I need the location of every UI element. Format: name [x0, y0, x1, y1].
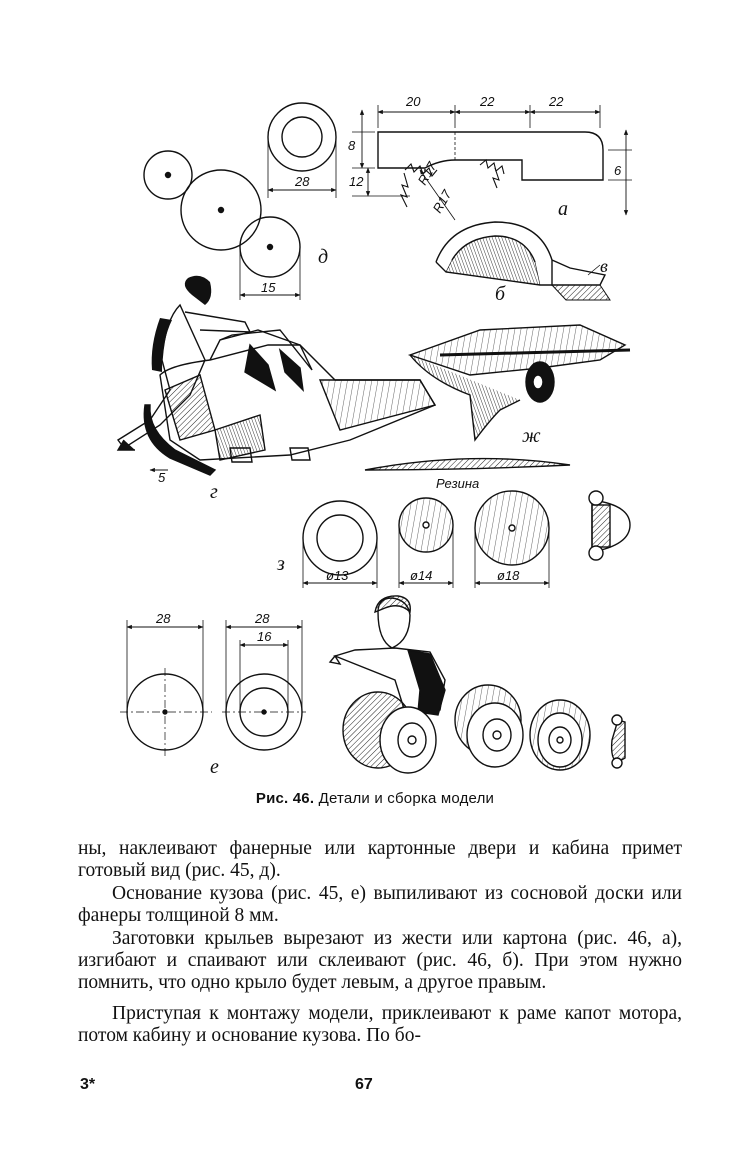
- dim-height-12: 12: [349, 174, 364, 189]
- dim-height-8: 8: [348, 138, 356, 153]
- dim-height-6: 6: [614, 163, 622, 178]
- label-g: г: [210, 481, 218, 503]
- dim-wheel-15: 15: [261, 280, 276, 295]
- dim-offset-5: 5: [158, 470, 166, 485]
- paragraph-3: Заготовки крыльев вырезают из жести или …: [78, 927, 682, 994]
- panel-a-fender-blank: [352, 105, 632, 221]
- signature-mark: 3*: [80, 1076, 96, 1093]
- label-z: з: [276, 553, 285, 575]
- boy-with-wheels: [328, 595, 626, 774]
- panel-g-truck-assembly: [116, 275, 437, 476]
- dim-diam-14: ø14: [410, 568, 432, 583]
- label-zh: ж: [522, 425, 541, 447]
- label-e: е: [210, 756, 219, 778]
- label-b: б: [495, 283, 506, 305]
- panel-z-wheel-parts: [302, 490, 631, 588]
- caption-text: Детали и сборка модели: [318, 790, 495, 807]
- label-d: д: [318, 246, 328, 268]
- dim-diam-13: ø13: [326, 568, 349, 583]
- figure-caption: Рис. 46. Детали и сборка модели: [0, 790, 750, 807]
- paragraph-1: ны, наклеивают фанерные или картонные дв…: [78, 838, 682, 882]
- panel-b-fender: [435, 221, 611, 301]
- dim-wheel-28: 28: [294, 174, 310, 189]
- paragraph-4: Приступая к монтажу модели, приклеивают …: [78, 1002, 682, 1047]
- body-text: ны, наклеивают фанерные или картонные дв…: [78, 838, 682, 1048]
- label-v: в: [600, 256, 608, 276]
- figure-46: 20 22 22 8 12 6 R17 R17 а 28 15 д в б 5 …: [116, 94, 632, 778]
- dim-e-28a: 28: [155, 611, 171, 626]
- dim-top-22a: 22: [479, 94, 495, 109]
- dim-e-28b: 28: [254, 611, 270, 626]
- dim-top-22b: 22: [548, 94, 564, 109]
- paragraph-2: Основание кузова (рис. 45, е) выпиливают…: [78, 882, 682, 927]
- label-a: а: [558, 198, 568, 220]
- dim-e-16: 16: [257, 629, 272, 644]
- figure-labels: 20 22 22 8 12 6 R17 R17 а 28 15 д в б 5 …: [155, 94, 622, 778]
- rubber-label: Резина: [436, 476, 479, 491]
- dim-diam-18: ø18: [497, 568, 520, 583]
- panel-e-wheels: [120, 620, 306, 756]
- caption-number: Рис. 46.: [255, 790, 315, 807]
- page-number: 67: [355, 1076, 373, 1093]
- panel-d-discs: [143, 102, 337, 300]
- panel-zh-chassis: [364, 324, 631, 471]
- dim-top-20: 20: [405, 94, 421, 109]
- dim-radius-b: R17: [430, 187, 455, 216]
